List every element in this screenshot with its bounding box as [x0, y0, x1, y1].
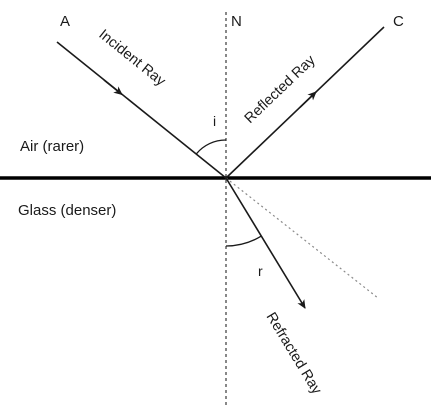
air-medium-label: Air (rarer) — [20, 138, 84, 155]
point-a-label: A — [60, 13, 70, 30]
point-c-label: C — [393, 13, 404, 30]
reflected-ray-label: Reflected Ray — [242, 52, 319, 127]
angle-i-label: i — [213, 113, 216, 129]
angle-i-arc — [195, 139, 227, 155]
incident-ray-arrow — [103, 79, 123, 96]
refracted-ray-label: Refracted Ray — [263, 310, 325, 398]
normal-label: N — [231, 13, 242, 30]
angle-r-label: r — [258, 263, 263, 279]
incident-ray-label: Incident Ray — [95, 27, 168, 90]
refracted-ray-line — [225, 177, 306, 309]
reflected-ray-arrow — [299, 91, 317, 108]
angle-r-arc — [225, 235, 262, 247]
glass-medium-label: Glass (denser) — [18, 202, 116, 219]
incident-extension-line — [225, 177, 379, 299]
incident-ray-line — [56, 41, 227, 179]
